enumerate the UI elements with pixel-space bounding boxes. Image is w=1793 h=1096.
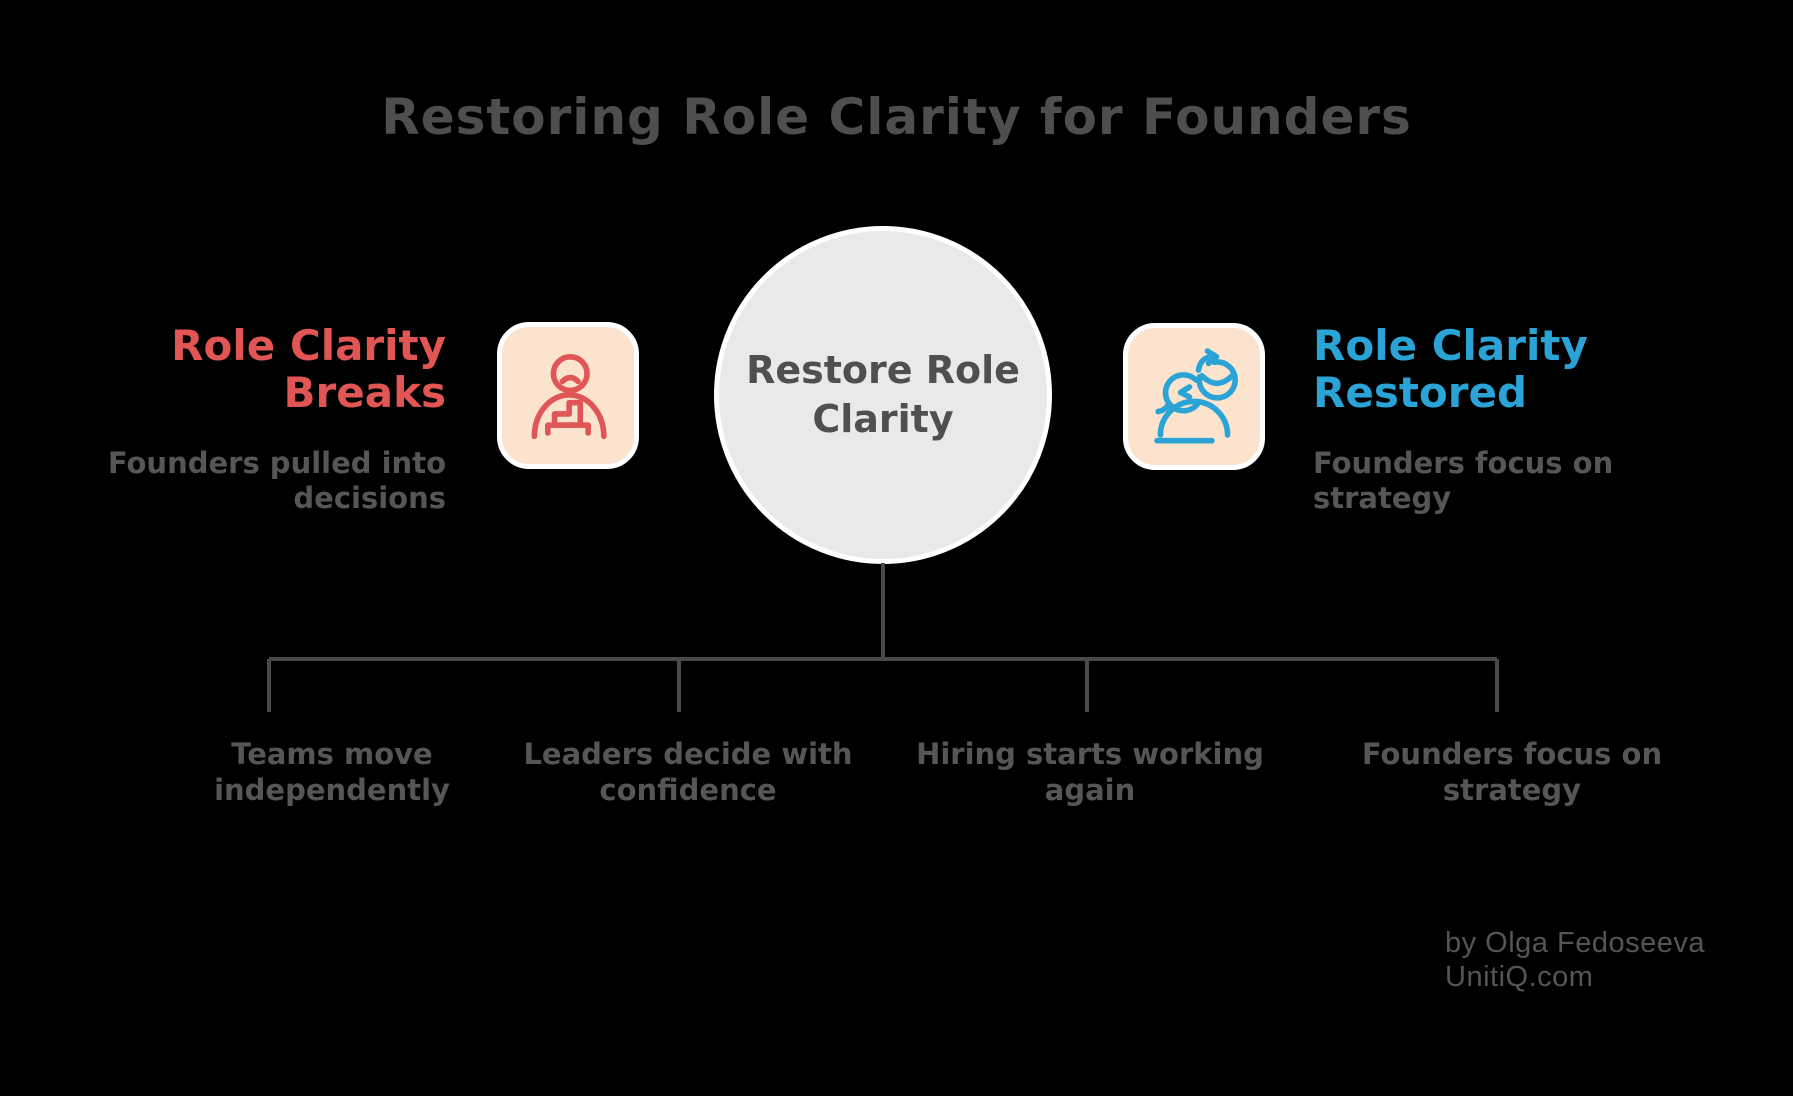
outcome-teams-line1: Teams move: [231, 737, 433, 771]
sad-founder-with-tasks-icon: [531, 353, 607, 439]
break-description-line2: decisions: [293, 481, 446, 516]
break-heading-line2: Breaks: [283, 368, 446, 418]
outcome-hiring: Hiring starts working again: [910, 736, 1270, 809]
outcome-leaders-line1: Leaders decide with: [523, 737, 853, 771]
break-description-line1: Founders pulled into: [107, 446, 446, 480]
center-node-label-line2: Clarity: [812, 397, 954, 441]
outcome-leaders-line2: confidence: [599, 773, 777, 808]
outcome-teams: Teams move independently: [152, 736, 512, 809]
credit-site: UnitiQ.com: [1445, 961, 1594, 994]
outcome-leaders: Leaders decide with confidence: [508, 736, 868, 809]
outcome-founders: Founders focus on strategy: [1332, 736, 1692, 809]
restored-heading-line1: Role Clarity: [1313, 321, 1588, 370]
outcome-founders-line2: strategy: [1442, 773, 1582, 808]
founder-with-strategy-globe-icon: [1154, 347, 1238, 443]
restored-description-line2: strategy: [1313, 481, 1452, 516]
outcome-founders-line1: Founders focus on: [1361, 737, 1663, 771]
outcome-hiring-line1: Hiring starts working: [916, 737, 1264, 771]
break-heading-line1: Role Clarity: [171, 321, 446, 370]
restored-description-line1: Founders focus on: [1313, 446, 1614, 480]
page-title: Restoring Role Clarity for Founders: [381, 88, 1412, 146]
restored-icon-box: [1123, 323, 1265, 470]
restored-description: Founders focus on strategy: [1313, 446, 1613, 517]
center-node: Restore Role Clarity: [714, 226, 1052, 564]
outcome-hiring-line2: again: [1044, 773, 1136, 808]
restored-heading: Role Clarity Restored: [1313, 322, 1588, 417]
break-icon-box: [497, 322, 639, 469]
center-node-label-line1: Restore Role: [746, 348, 1020, 393]
break-heading: Role Clarity Breaks: [171, 322, 446, 417]
break-description: Founders pulled into decisions: [108, 446, 446, 517]
center-node-label: Restore Role Clarity: [746, 346, 1020, 443]
outcome-teams-line2: independently: [214, 773, 450, 808]
credit: by Olga Fedoseeva UnitiQ.com: [1445, 926, 1705, 994]
restored-heading-line2: Restored: [1313, 368, 1528, 418]
credit-author: by Olga Fedoseeva: [1445, 927, 1705, 959]
